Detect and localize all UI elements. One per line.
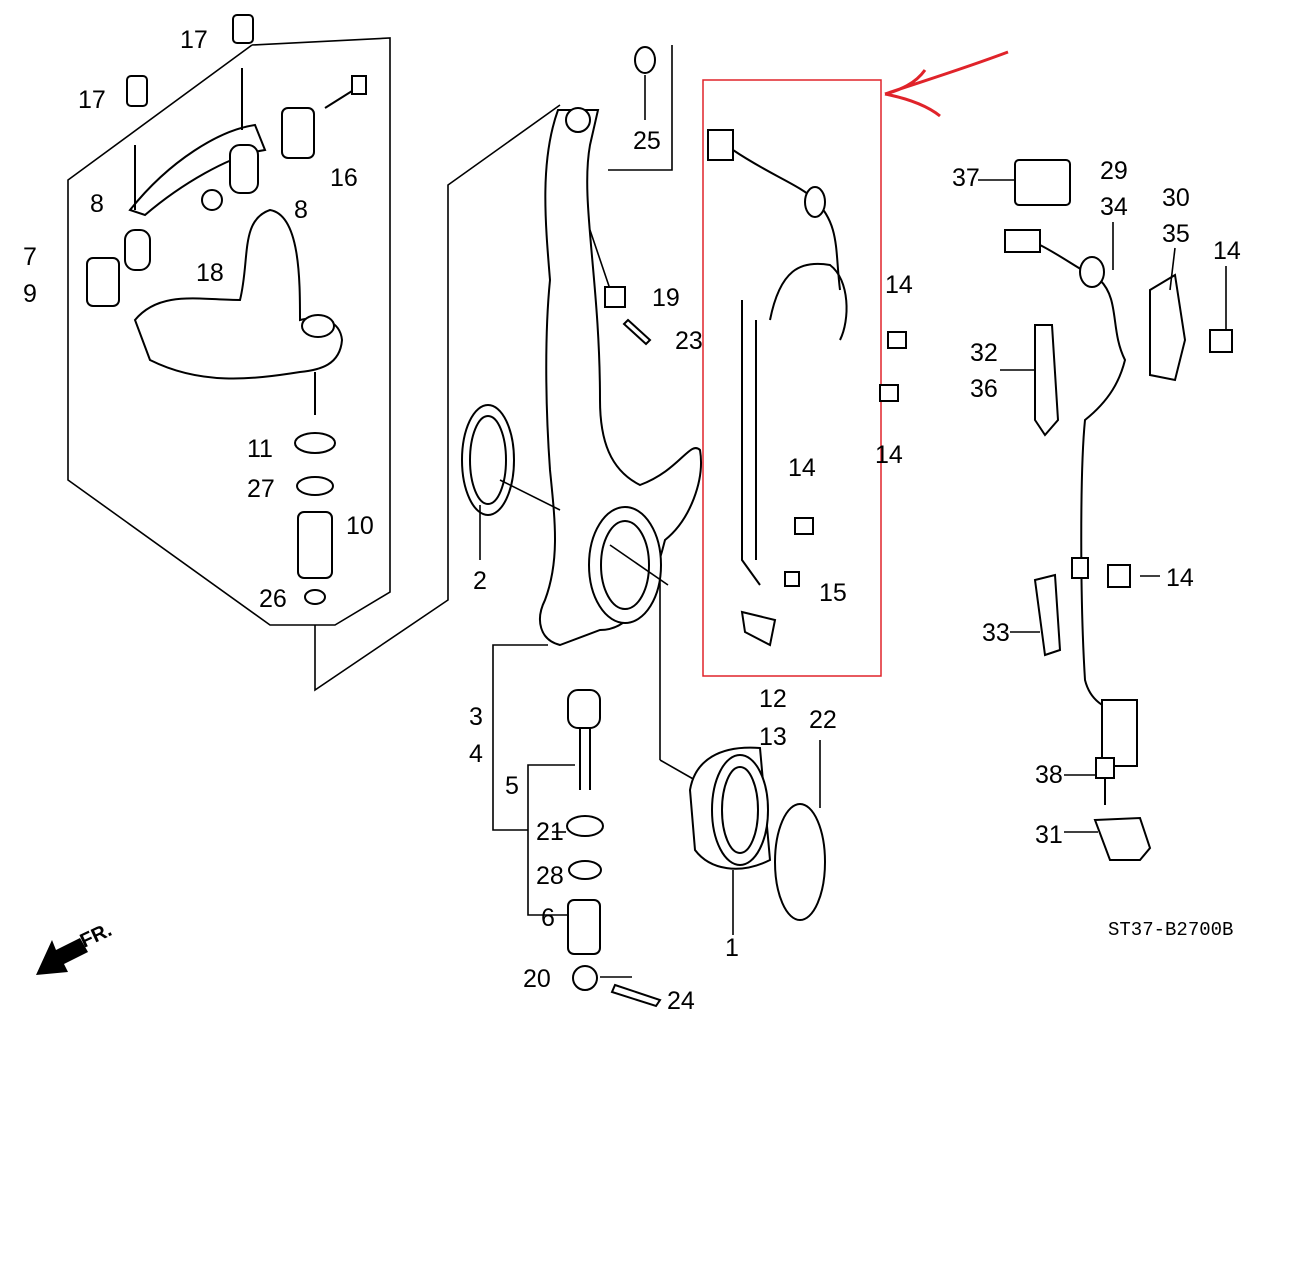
part-label: 20 [523,965,551,993]
upper-arm-group-outline [67,37,391,626]
part-label: 14 [788,454,816,482]
part-label: 35 [1162,220,1190,248]
part-label: 6 [541,904,555,932]
part-label: 8 [90,190,104,218]
part-label: 23 [675,327,703,355]
part-label: 17 [78,86,106,114]
part-label: 1 [725,934,739,962]
part-label: 36 [970,375,998,403]
fr-arrow-icon [36,938,88,975]
part-label: 27 [247,475,275,503]
diagram-code: ST37-B2700B [1108,919,1233,941]
highlight-box [702,79,882,677]
part-label: 30 [1162,184,1190,212]
part-label: 19 [652,284,680,312]
bracket-25 [608,45,673,171]
part-labels: 17 17 16 8 8 7 9 18 25 19 23 11 27 10 26… [23,26,1241,1015]
upper-arm-parts [86,14,367,605]
part-label: 2 [473,567,487,595]
part-label: 25 [633,127,661,155]
abs-sensor-rear [978,159,1233,861]
part-label: 14 [1213,237,1241,265]
part-label: 33 [982,619,1010,647]
part-label: 26 [259,585,287,613]
part-label: 17 [180,26,208,54]
part-label: 15 [819,579,847,607]
part-label: 13 [759,723,787,751]
steering-knuckle [461,46,702,781]
part-label: 8 [294,196,308,224]
part-label: 14 [1166,564,1194,592]
part-label: 22 [809,706,837,734]
part-label: 37 [952,164,980,192]
part-label: 34 [1100,193,1128,221]
part-label: 18 [196,259,224,287]
part-label: 4 [469,740,483,768]
part-label: 10 [346,512,374,540]
part-label: 38 [1035,761,1063,789]
part-label: 24 [667,987,695,1015]
part-label: 14 [885,271,913,299]
front-direction-marker: FR. [36,919,115,975]
abs-sensor-front [707,129,907,647]
part-label: 32 [970,339,998,367]
part-label: 5 [505,772,519,800]
part-label: 9 [23,280,37,308]
hub-bearing-parts [552,689,826,1008]
part-label: 16 [330,164,358,192]
part-label: 29 [1100,157,1128,185]
part-label: 14 [875,441,903,469]
part-label: 31 [1035,821,1063,849]
part-label: 12 [759,685,787,713]
red-arrow-icon [884,50,1009,118]
bracket-5-6 [527,764,575,916]
bracket-3-4 [492,644,548,831]
part-label: 7 [23,243,37,271]
part-label: 28 [536,862,564,890]
part-label: 21 [536,818,564,846]
part-label: 3 [469,703,483,731]
knuckle-group-outline [314,104,561,692]
part-label: 11 [247,435,273,463]
